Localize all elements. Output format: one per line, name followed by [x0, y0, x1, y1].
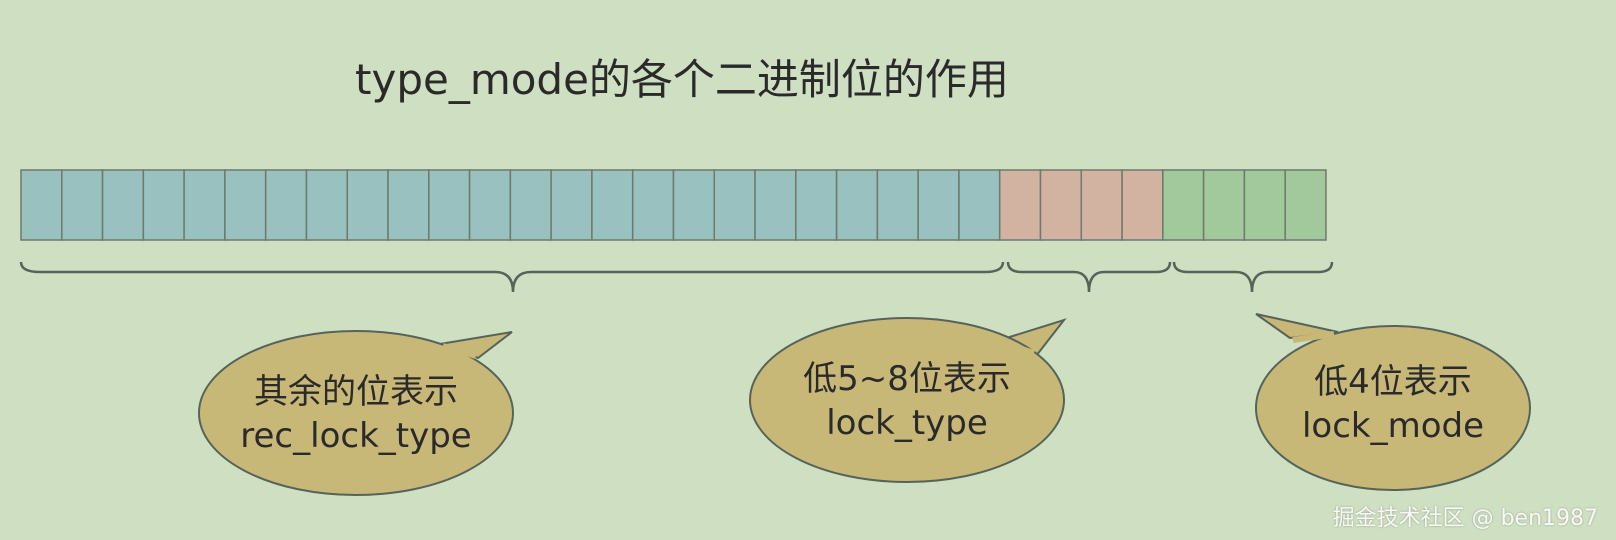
bit-cell-group-1: [101, 169, 145, 241]
bit-cell-group-1: [917, 169, 960, 241]
bit-cell-group-3: [1202, 169, 1246, 241]
bit-cell-group-2: [1039, 169, 1083, 241]
bubble-text-rec-lock-type: 其余的位表示 rec_lock_type: [199, 370, 513, 458]
bubble-line1: 低4位表示: [1314, 362, 1472, 402]
brace-lock-type: [1006, 261, 1172, 293]
bit-cell-group-1: [631, 169, 675, 241]
bit-cell-group-1: [795, 169, 838, 241]
brace-rec-lock-type: [19, 261, 1005, 293]
bubble-line2: rec_lock_type: [240, 416, 472, 456]
bit-cell-group-1: [142, 169, 185, 241]
bit-cell-group-1: [958, 169, 1001, 241]
bit-cell-group-1: [428, 169, 471, 241]
bit-cell-group-1: [672, 169, 716, 241]
bit-cell-group-3: [1243, 169, 1286, 241]
bit-cell-group-1: [468, 169, 512, 241]
bit-cell-group-1: [509, 169, 552, 241]
bit-cell-group-1: [550, 169, 593, 241]
bit-cell-group-1: [183, 169, 226, 241]
bubble-lock-type: [749, 317, 1067, 483]
bit-cell-group-1: [20, 169, 63, 241]
bit-cell-group-1: [835, 169, 879, 241]
bit-cell-group-3: [1284, 169, 1327, 241]
bit-cell-group-1: [264, 169, 308, 241]
bubble-text-lock-type: 低5~8位表示 lock_type: [750, 357, 1064, 445]
bit-cell-group-1: [754, 169, 797, 241]
bubble-line1: 其余的位表示: [254, 372, 458, 412]
bit-cell-group-1: [713, 169, 756, 241]
bit-cell-group-1: [61, 169, 104, 241]
bubble-line2: lock_mode: [1301, 406, 1485, 446]
bubble-text-lock-mode: 低4位表示 lock_mode: [1256, 360, 1530, 448]
bubble-line1: 低5~8位表示: [803, 359, 1011, 399]
bubble-line2: lock_type: [826, 403, 988, 443]
bit-cell-group-1: [387, 169, 430, 241]
watermark: 掘金技术社区 @ ben1987: [1332, 506, 1598, 531]
bit-cell-group-3: [1162, 169, 1205, 241]
bit-cell-group-2: [1121, 169, 1164, 241]
bit-cells: [20, 169, 1327, 241]
bubble-rec-lock-type: [198, 330, 514, 496]
diagram-title: type_mode的各个二进制位的作用: [355, 55, 1009, 104]
bit-cell-group-1: [305, 169, 348, 241]
bit-cell-group-1: [876, 169, 919, 241]
brace-lock-mode: [1172, 261, 1334, 293]
bit-cell-group-2: [998, 169, 1042, 241]
bit-cell-group-1: [591, 169, 634, 241]
bit-cell-group-1: [346, 169, 389, 241]
bubble-lock-mode: [1255, 313, 1531, 491]
bit-cell-group-2: [1080, 169, 1123, 241]
bit-cell-group-1: [224, 169, 267, 241]
